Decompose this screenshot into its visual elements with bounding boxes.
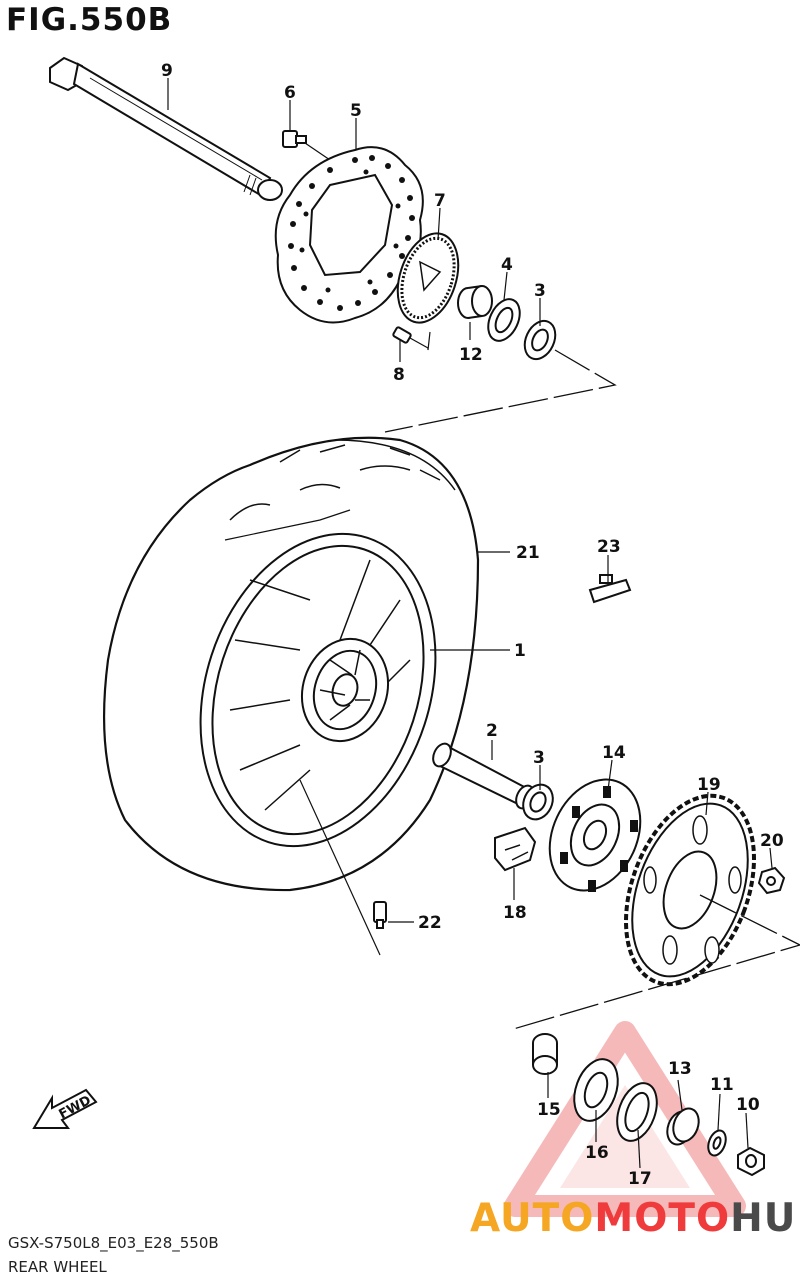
callout-8: 8 [393, 365, 405, 385]
wheel-damper [494, 826, 537, 872]
axle-washer [707, 1129, 727, 1157]
callout-15: 15 [537, 1100, 561, 1120]
callout-13: 13 [668, 1059, 692, 1079]
figure-title: FIG.550B [6, 2, 173, 38]
callout-2: 2 [486, 721, 498, 741]
drum-bearing [573, 1058, 619, 1122]
callout-3b: 3 [533, 748, 545, 768]
callout-leaders [167, 78, 773, 1169]
disc-bolt [282, 130, 331, 161]
callout-7: 7 [434, 191, 446, 211]
watermark-part-auto: AUTO [470, 1196, 595, 1241]
callout-5: 5 [350, 101, 362, 121]
callout-18: 18 [503, 903, 527, 923]
watermark-part-hub: HUB [730, 1196, 800, 1241]
callout-14: 14 [602, 743, 626, 763]
callout-labels: 9 6 5 7 4 3 12 8 21 23 1 2 3 14 19 20 18… [161, 61, 784, 1189]
watermark-text: AUTOMOTOHUB [470, 1196, 800, 1241]
section-name: REAR WHEEL [8, 1258, 107, 1276]
oil-seal [487, 298, 521, 342]
brake-disc [274, 146, 424, 324]
callout-21: 21 [516, 543, 540, 563]
axle-spacer-pipe [432, 742, 535, 810]
axle-nut [737, 1146, 765, 1177]
wheel-bearing-right [522, 783, 554, 821]
drum-oil-seal [616, 1082, 658, 1142]
tire-valve [299, 779, 387, 956]
assembly-leader-lower [509, 894, 800, 1031]
rear-sprocket [624, 793, 756, 987]
callout-22: 22 [418, 913, 442, 933]
callout-10: 10 [736, 1095, 760, 1115]
sprocket-mounting-drum [548, 778, 642, 892]
assembly-leader-upper [384, 349, 617, 433]
model-code: GSX-S750L8_E03_E28_550B [8, 1234, 219, 1252]
callout-23: 23 [597, 537, 621, 557]
wheel-bearing-left [523, 319, 557, 361]
callout-17: 17 [628, 1169, 652, 1189]
sensor-rotor [396, 232, 460, 324]
callout-6: 6 [284, 83, 296, 103]
rear-axle [49, 56, 283, 201]
rotor-screw [392, 326, 429, 349]
balance-weight [588, 574, 632, 604]
callout-9: 9 [161, 61, 173, 81]
callout-11: 11 [710, 1075, 734, 1095]
callout-19: 19 [697, 775, 721, 795]
sprocket-nut [757, 866, 786, 895]
wheel-spacer [457, 285, 493, 319]
callout-12: 12 [459, 345, 483, 365]
callout-3a: 3 [534, 281, 546, 301]
fwd-direction-arrow [32, 1088, 98, 1129]
callout-16: 16 [585, 1143, 609, 1163]
watermark-part-moto: MOTO [594, 1196, 731, 1241]
callout-1: 1 [514, 641, 526, 661]
callout-4: 4 [501, 255, 513, 275]
callout-20: 20 [760, 831, 784, 851]
rear-wheel-rim [199, 532, 437, 848]
axle-spacer-right [666, 1107, 700, 1146]
sprocket-spacer [532, 1033, 558, 1075]
